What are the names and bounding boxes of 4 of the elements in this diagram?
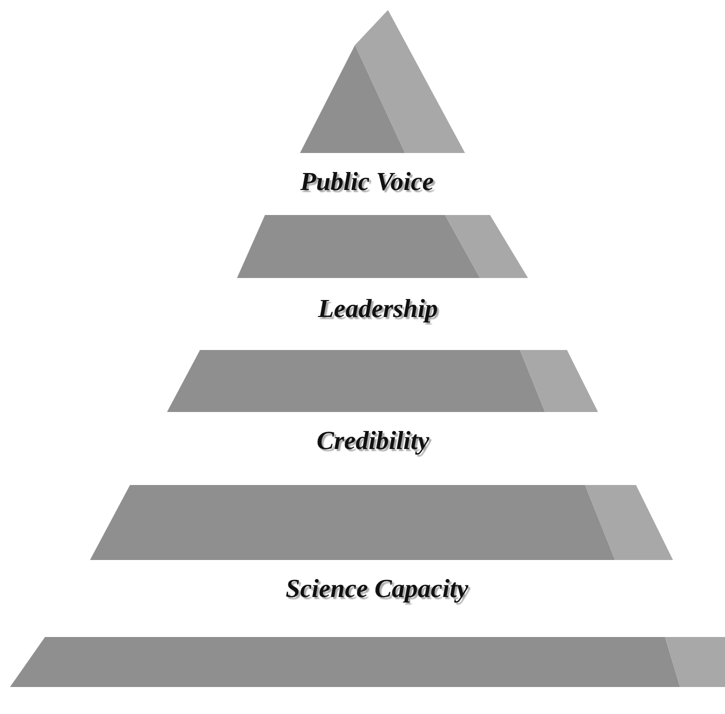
tier-label: Credibility bbox=[316, 426, 430, 456]
tier-label: Science Capacity bbox=[286, 574, 468, 604]
tier-label: Leadership bbox=[318, 294, 438, 324]
tier-label: Public Voice bbox=[300, 167, 434, 197]
